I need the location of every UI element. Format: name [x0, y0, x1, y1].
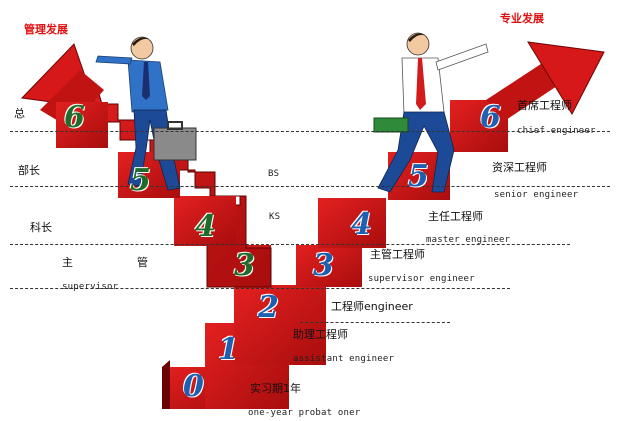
professional-number-4: 4: [351, 207, 372, 242]
professional-en-3: supervisor engineer: [368, 274, 475, 284]
professional-label-6: 首席工程师: [517, 99, 572, 112]
management-label-4: 科长: [30, 221, 52, 234]
management-number-3: 3: [234, 248, 255, 283]
management-number-5: 5: [130, 163, 151, 198]
professional-step-4: [318, 198, 386, 248]
professional-arrow-shaft: [486, 58, 566, 120]
professional-label-5: 资深工程师: [492, 161, 547, 174]
step-2-block: [234, 285, 326, 365]
step-number-0: 0: [183, 369, 204, 404]
level-1-label: 助理工程师: [293, 328, 348, 341]
level-line: [10, 288, 510, 289]
level-line: [10, 244, 570, 245]
level-1-en: assistant engineer: [293, 354, 395, 364]
step-3-right-block: [296, 245, 362, 287]
professional-heading: 专业发展: [500, 12, 544, 25]
management-en-5: BS: [268, 169, 280, 179]
level-line: [10, 131, 610, 132]
level-line: [10, 186, 610, 187]
management-heading: 管理发展: [24, 23, 68, 36]
businessman-figure: [95, 36, 197, 191]
professional-en-5: senior engineer: [494, 190, 579, 200]
step-side-shadow: [162, 360, 170, 409]
management-en-3: supervisor: [62, 282, 119, 292]
management-number-6: 6: [64, 100, 85, 135]
raised-arm: [435, 43, 489, 71]
professional-en-4: master engineer: [426, 235, 511, 245]
raised-arm: [95, 55, 133, 65]
professional-label-4: 主任工程师: [428, 210, 483, 223]
briefcase-icon: [153, 127, 197, 161]
head: [130, 36, 154, 60]
professional-number-3: 3: [313, 248, 334, 283]
step-number-2: 2: [258, 290, 279, 325]
management-en-4: KS: [269, 212, 281, 222]
professional-en-6: chief engineer: [517, 126, 596, 136]
management-label-5: 部长: [18, 164, 40, 177]
management-number-4: 4: [195, 209, 216, 244]
head: [406, 32, 430, 56]
management-label-3: 主 管: [62, 256, 162, 269]
level-line: [300, 322, 450, 323]
step-number-1: 1: [218, 332, 239, 367]
management-step-4: [174, 196, 236, 246]
tie: [142, 62, 150, 100]
level-0-label: 实习期1年: [250, 382, 301, 395]
level-2-label: 工程师engineer: [331, 300, 413, 313]
book-icon: [373, 117, 409, 133]
level-0-en: one-year probat oner: [248, 408, 361, 418]
professional-label-3: 主管工程师: [370, 248, 425, 261]
professional-arrow-head: [527, 41, 605, 116]
professional-number-5: 5: [408, 159, 429, 194]
professional-number-6: 6: [480, 100, 501, 135]
engineer-figure: [373, 32, 489, 193]
legs: [377, 111, 455, 193]
management-step-6: [56, 102, 108, 148]
tie: [416, 58, 426, 110]
management-label-6: 总: [14, 107, 25, 120]
management-branch: [20, 43, 272, 288]
